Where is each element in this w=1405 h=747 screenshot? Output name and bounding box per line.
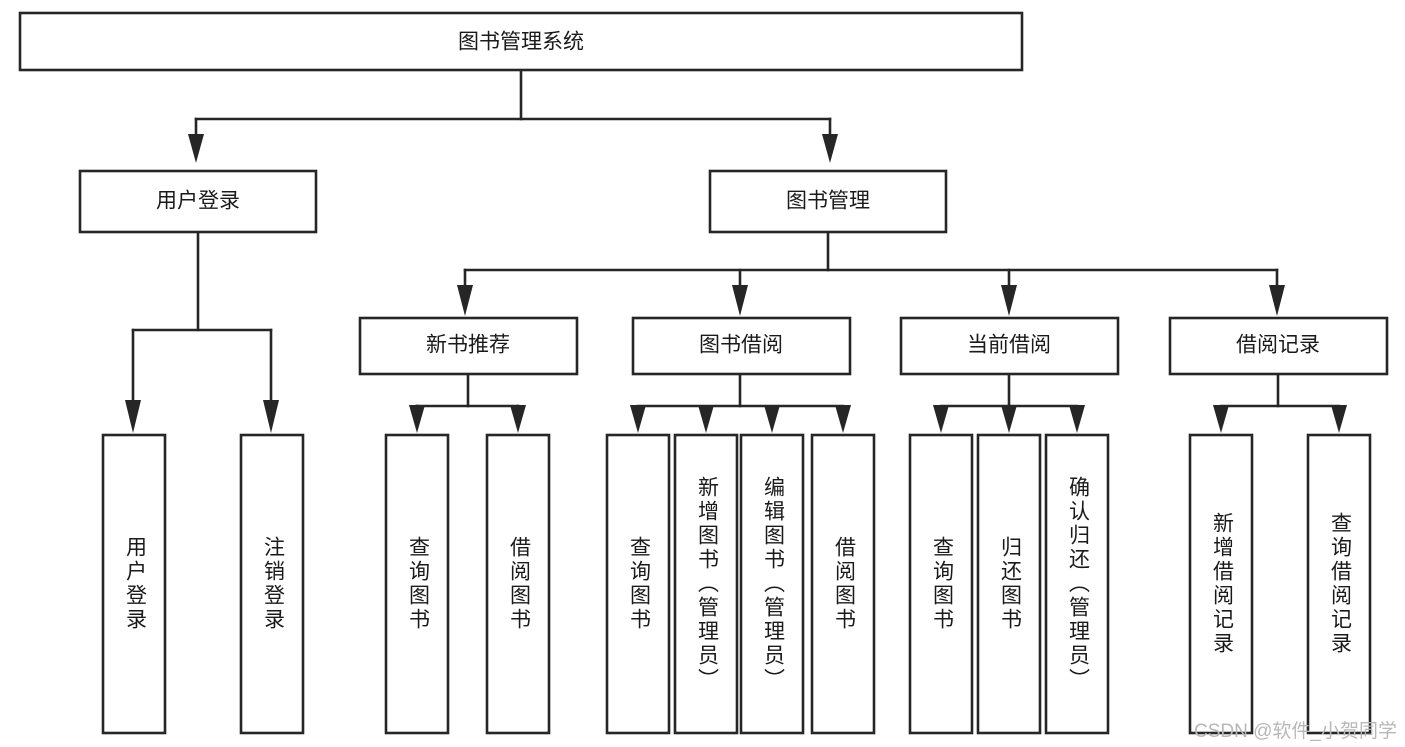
node-root-system-box[interactable] <box>18 11 1024 72</box>
arrow-head-book-borrow <box>732 285 748 316</box>
leaf-new-book-1-box[interactable] <box>384 433 450 735</box>
node-new-book-recommend[interactable]: 新书推荐 <box>358 316 579 376</box>
leaf-book-borrow-2[interactable]: 新增图书（管理员） <box>673 433 739 735</box>
connector-group-new-book <box>409 372 526 433</box>
node-borrow-record-box[interactable] <box>1168 316 1389 376</box>
arrow-head-leaf-user-login-1 <box>125 400 141 433</box>
node-new-book-recommend-box[interactable] <box>358 316 579 376</box>
arrow-head-leaf-new-book-2 <box>510 405 526 433</box>
leaf-user-login-1-label: 用户登录 <box>123 536 147 632</box>
leaf-borrow-record-1-box[interactable] <box>1188 433 1254 735</box>
arrow-head-borrow-record <box>1269 285 1285 316</box>
csdn-watermark: CSDN @软件_小贺同学 <box>1194 721 1397 742</box>
leaf-current-borrow-1[interactable]: 查询图书 <box>908 433 974 735</box>
leaf-user-login-2[interactable]: 注销登录 <box>239 433 305 735</box>
leaf-current-borrow-3-box[interactable] <box>1044 433 1110 735</box>
leaf-current-borrow-1-box[interactable] <box>908 433 974 735</box>
node-book-borrow-label: 图书借阅 <box>699 334 783 357</box>
leaf-user-login-2-box[interactable] <box>239 433 305 735</box>
arrow-head-leaf-current-borrow-3 <box>1069 405 1085 433</box>
node-current-borrow[interactable]: 当前借阅 <box>899 316 1120 376</box>
leaf-book-borrow-3-label: 编辑图书（管理员） <box>761 476 785 692</box>
node-borrow-record-label: 借阅记录 <box>1236 334 1320 357</box>
arrow-head-book-mgmt <box>822 134 838 163</box>
connector-group-root <box>188 68 838 163</box>
arrow-head-leaf-book-borrow-3 <box>764 405 780 433</box>
connector-group-user-login <box>125 230 279 433</box>
node-book-management[interactable]: 图书管理 <box>708 169 948 234</box>
leaf-book-borrow-4-label: 借阅图书 <box>832 536 856 632</box>
leaf-borrow-record-2[interactable]: 查询借阅记录 <box>1306 433 1372 735</box>
connector-group-borrow-record <box>1213 372 1347 433</box>
leaf-new-book-2-box[interactable] <box>485 433 551 735</box>
leaf-book-borrow-4[interactable]: 借阅图书 <box>810 433 876 735</box>
leaf-borrow-record-2-box[interactable] <box>1306 433 1372 735</box>
arrow-head-user-login <box>188 134 204 163</box>
leaf-current-borrow-1-label: 查询图书 <box>930 536 954 632</box>
arrow-head-leaf-borrow-record-1 <box>1213 405 1229 433</box>
leaf-book-borrow-1-box[interactable] <box>605 433 671 735</box>
leaf-new-book-2-label: 借阅图书 <box>507 536 531 632</box>
arrow-head-new-book <box>457 285 473 316</box>
leaf-current-borrow-3[interactable]: 确认归还（管理员） <box>1044 433 1110 735</box>
node-user-login-box[interactable] <box>78 169 318 234</box>
leaf-current-borrow-2-label: 归还图书 <box>998 536 1022 632</box>
arrow-head-leaf-book-borrow-2 <box>698 405 714 433</box>
arrow-head-leaf-book-borrow-4 <box>835 405 851 433</box>
arrow-head-leaf-user-login-2 <box>263 400 279 433</box>
leaf-new-book-1[interactable]: 查询图书 <box>384 433 450 735</box>
node-root-system-label: 图书管理系统 <box>458 31 584 54</box>
node-book-management-label: 图书管理 <box>786 190 870 213</box>
node-current-borrow-label: 当前借阅 <box>967 334 1051 357</box>
node-user-login[interactable]: 用户登录 <box>78 169 318 234</box>
leaf-book-borrow-2-box[interactable] <box>673 433 739 735</box>
connector-group-book-borrow <box>630 372 851 433</box>
arrow-head-leaf-current-borrow-2 <box>1001 405 1017 433</box>
leaf-book-borrow-2-label: 新增图书（管理员） <box>695 476 719 692</box>
arrow-head-current-borrow <box>1001 285 1017 316</box>
node-user-login-label: 用户登录 <box>156 190 240 213</box>
node-book-management-box[interactable] <box>708 169 948 234</box>
connector-group-book-mgmt <box>457 230 1285 316</box>
node-new-book-recommend-label: 新书推荐 <box>426 334 510 357</box>
leaf-book-borrow-1-label: 查询图书 <box>627 536 651 632</box>
leaf-borrow-record-2-label: 查询借阅记录 <box>1328 512 1352 656</box>
node-root-system[interactable]: 图书管理系统 <box>18 11 1024 72</box>
leaf-current-borrow-2-box[interactable] <box>976 433 1042 735</box>
leaf-user-login-1[interactable]: 用户登录 <box>101 433 167 735</box>
arrow-head-leaf-borrow-record-2 <box>1331 405 1347 433</box>
leaf-current-borrow-3-label: 确认归还（管理员） <box>1066 476 1090 692</box>
node-book-borrow-box[interactable] <box>631 316 852 376</box>
leaf-new-book-2[interactable]: 借阅图书 <box>485 433 551 735</box>
leaf-book-borrow-3[interactable]: 编辑图书（管理员） <box>739 433 805 735</box>
node-borrow-record[interactable]: 借阅记录 <box>1168 316 1389 376</box>
leaf-book-borrow-1[interactable]: 查询图书 <box>605 433 671 735</box>
arrow-head-leaf-book-borrow-1 <box>630 405 646 433</box>
connector-group-current-borrow <box>933 372 1085 433</box>
leaf-current-borrow-2[interactable]: 归还图书 <box>976 433 1042 735</box>
arrow-head-leaf-new-book-1 <box>409 405 425 433</box>
leaf-user-login-1-box[interactable] <box>101 433 167 735</box>
leaf-book-borrow-4-box[interactable] <box>810 433 876 735</box>
arrow-head-leaf-current-borrow-1 <box>933 405 949 433</box>
node-book-borrow[interactable]: 图书借阅 <box>631 316 852 376</box>
leaf-borrow-record-1-label: 新增借阅记录 <box>1210 512 1234 656</box>
leaf-new-book-1-label: 查询图书 <box>406 536 430 632</box>
leaf-book-borrow-3-box[interactable] <box>739 433 805 735</box>
node-current-borrow-box[interactable] <box>899 316 1120 376</box>
leaf-user-login-2-label: 注销登录 <box>261 536 285 632</box>
leaf-borrow-record-1[interactable]: 新增借阅记录 <box>1188 433 1254 735</box>
